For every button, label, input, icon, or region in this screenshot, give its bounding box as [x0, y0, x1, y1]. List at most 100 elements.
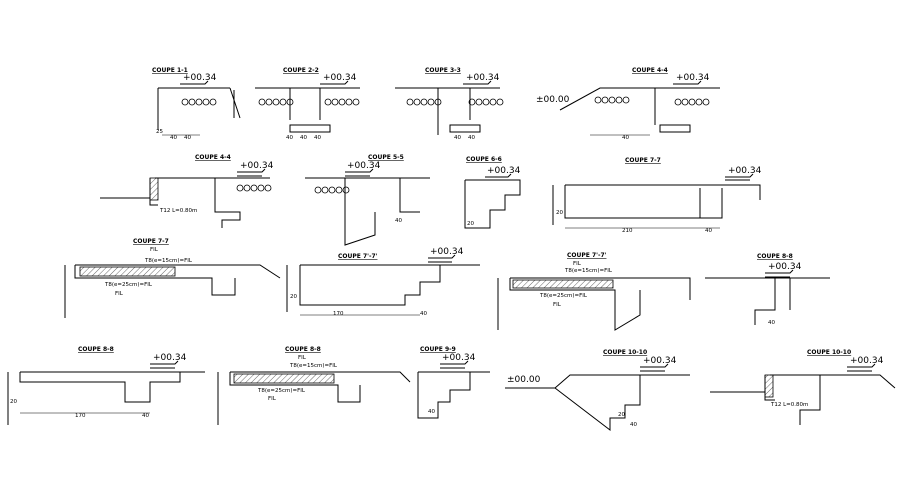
section-title: COUPE 2-2 [283, 67, 319, 74]
hatched-rebar-zone [233, 373, 335, 384]
slab-outline [705, 277, 830, 325]
dim-label: 40 [300, 135, 307, 141]
section-coupe-10-10: COUPE 10-10 +00.34 ±00.00 20 40 [505, 349, 690, 432]
slab-outline [395, 87, 500, 135]
dim-label: 40 [142, 413, 149, 419]
slab-outline [552, 184, 761, 225]
footing [659, 124, 691, 133]
level-label: +00.34 [347, 161, 381, 171]
dim-label: 40 [314, 135, 321, 141]
slab-outline [710, 374, 896, 425]
section-title: COUPE 7'-7' [567, 252, 607, 259]
level-label-secondary: ±00.00 [536, 95, 570, 105]
level-label: +00.34 [768, 262, 802, 272]
rebar-label: FIL [115, 291, 124, 297]
rebar-label: FIL [573, 261, 582, 267]
level-marker [440, 360, 469, 369]
dim-label: 20 [618, 412, 625, 418]
level-marker [237, 168, 266, 177]
level-marker [345, 168, 374, 177]
section-title: COUPE 4-4 [195, 154, 231, 161]
section-coupe-5-5: COUPE 5-5 +00.34 40 [305, 154, 430, 246]
section-title: COUPE 5-5 [368, 154, 404, 161]
section-coupe-3-3: COUPE 3-3 +00.34 40 40 [395, 67, 504, 141]
rebar-label: FIL [150, 247, 159, 253]
rebar-label: FIL [298, 355, 307, 361]
level-marker [765, 269, 794, 278]
rebar-label: T8(e=25cm)=FIL [104, 282, 153, 288]
level-label: +00.34 [153, 353, 187, 363]
rebar-label: FIL [553, 302, 562, 308]
dim-label: 40 [428, 409, 435, 415]
footing [449, 124, 481, 133]
note-label: T12 L=0.80m [159, 208, 197, 214]
slab-outline [64, 264, 281, 318]
level-label: +00.34 [183, 73, 217, 83]
dim-label: 40 [395, 218, 402, 224]
level-marker [150, 360, 179, 369]
section-coupe-6-6: COUPE 6-6 +00.34 20 [464, 156, 521, 229]
rebar-group [236, 184, 272, 192]
section-coupe-7-7: COUPE 7-7 +00.34 20 210 40 [552, 157, 762, 234]
wall-edge [229, 87, 241, 119]
slab-outline [505, 374, 690, 432]
rebar-label: FIL [268, 396, 277, 402]
dim-label: 40 [170, 135, 177, 141]
section-title: COUPE 4-4 [632, 67, 668, 74]
dim-label: 40 [768, 320, 775, 326]
section-title: COUPE 10-10 [807, 349, 851, 356]
section-title: COUPE 1-1 [152, 67, 188, 74]
dim-label: 40 [286, 135, 293, 141]
note-label: T12 L=0.80m [770, 402, 808, 408]
hatched-rebar-zone [512, 279, 614, 289]
section-title: COUPE 6-6 [466, 156, 502, 163]
level-label: +00.34 [850, 356, 884, 366]
section-coupe-7p-7p-rebar: COUPE 7'-7' FIL T8(e=15cm)=FIL T8(e=25cm… [497, 252, 691, 331]
slab-outline [559, 87, 720, 125]
dim-label: 170 [333, 311, 344, 317]
rebar-group [324, 98, 360, 106]
slab-outline [7, 371, 205, 425]
rebar-label: T8(e=15cm)=FIL [564, 268, 613, 274]
rebar-group [594, 96, 630, 104]
rebar-group [468, 98, 504, 106]
rebar-group [406, 98, 442, 106]
slab-outline [286, 264, 480, 312]
dim-label: 25 [156, 129, 163, 135]
level-label: +00.34 [323, 73, 357, 83]
level-label: +00.34 [728, 166, 762, 176]
level-label: +00.34 [430, 247, 464, 257]
dim-label: 20 [467, 221, 474, 227]
section-coupe-2-2: COUPE 2-2 +00.34 40 40 40 [255, 67, 360, 141]
level-label: +00.34 [487, 166, 521, 176]
slab-outline [255, 87, 360, 120]
dim-label: 40 [705, 228, 712, 234]
rebar-group [181, 98, 217, 106]
rebar-label: T8(e=25cm)=FIL [539, 293, 588, 299]
level-marker [640, 363, 669, 372]
slab-outline [305, 177, 430, 246]
dim-label: 20 [290, 294, 297, 300]
section-title: COUPE 8-8 [757, 253, 793, 260]
section-title: COUPE 9-9 [420, 346, 456, 353]
slab-outline [464, 179, 521, 229]
level-label: +00.34 [240, 161, 274, 171]
section-title: COUPE 7-7 [133, 238, 169, 245]
dim-label: 40 [630, 422, 637, 428]
rebar-label: T8(e=15cm)=FIL [289, 363, 338, 369]
level-marker [847, 363, 876, 372]
rebar-group [314, 186, 350, 194]
section-coupe-7p-7p: COUPE 7'-7' +00.34 20 170 40 [286, 247, 480, 317]
slab-outline [417, 371, 490, 419]
dim-label: 40 [420, 311, 427, 317]
rebar-group [674, 98, 710, 106]
level-label: +00.34 [466, 73, 500, 83]
section-coupe-10-10-bis: COUPE 10-10 +00.34 T12 L=0.80m [710, 349, 896, 425]
section-title: COUPE 7-7 [625, 157, 661, 164]
section-title: COUPE 7'-7' [338, 253, 378, 260]
rebar-label: T8(e=25cm)=FIL [257, 388, 306, 394]
level-label-secondary: ±00.00 [507, 375, 541, 385]
section-coupe-4-4: COUPE 4-4 +00.34 ±00.00 40 [536, 67, 720, 141]
hatched-rebar-zone [79, 266, 176, 277]
